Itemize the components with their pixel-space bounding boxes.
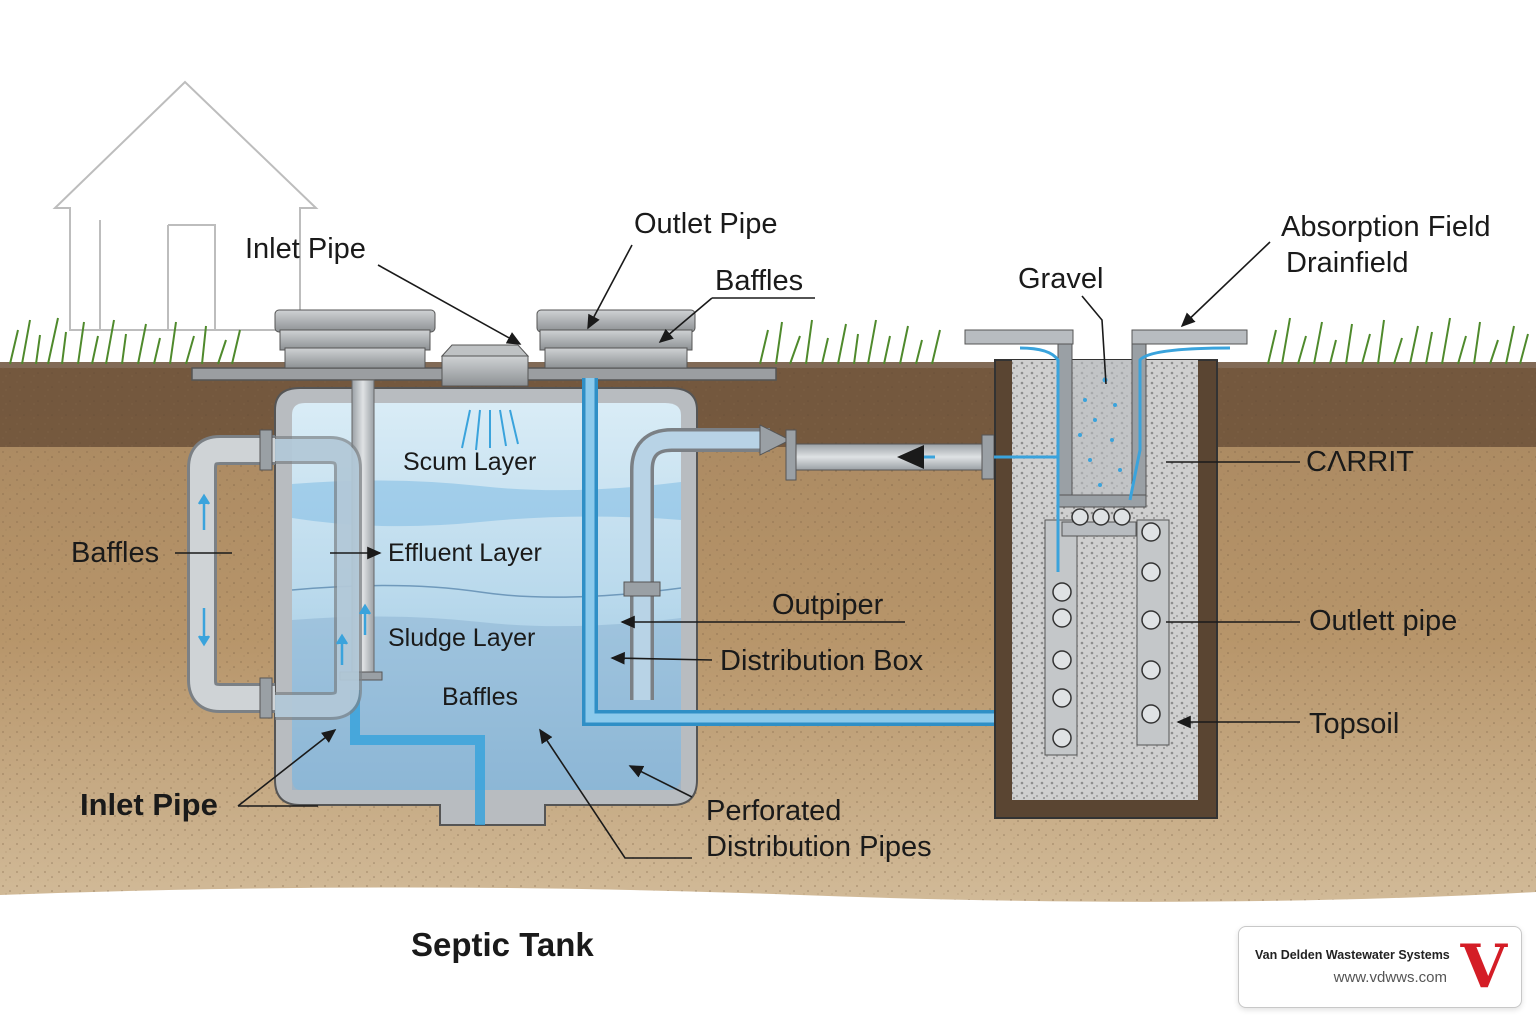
label-absorption-field: Absorption Field [1281,211,1491,243]
label-distribution-box: Distribution Box [720,645,924,677]
brand-logo-icon: V [1460,932,1507,1002]
brand-name: Van Delden Wastewater Systems [1255,948,1450,962]
outlet-pipe-system [582,378,1054,739]
label-inlet-pipe-top: Inlet Pipe [245,233,366,265]
house-outline [52,80,319,331]
access-lid-right [536,309,696,369]
access-lid-left [274,309,436,369]
grass [9,317,1529,365]
label-scum-layer: Scum Layer [403,448,536,476]
label-topsoil: Topsoil [1309,708,1399,740]
label-baffles-left: Baffles [71,537,159,569]
label-baffles-bottom: Baffles [442,683,518,711]
label-sludge-layer: Sludge Layer [388,624,535,652]
label-distribution-pipes: Distribution Pipes [706,831,932,863]
label-effluent-layer: Effluent Layer [388,539,542,567]
label-carrit: CΛRRIT [1306,446,1414,478]
label-inlet-pipe-bottom: Inlet Pipe [80,787,218,822]
brand-card: Van Delden Wastewater Systems www.vdwws.… [1238,926,1522,1008]
label-drainfield: Drainfield [1286,247,1409,279]
label-perforated: Perforated [706,795,841,827]
label-outlet-pipe-right: Outlett pipe [1309,605,1457,637]
brand-url[interactable]: www.vdwws.com [1333,969,1447,986]
label-gravel: Gravel [1018,263,1103,295]
label-baffles-top: Baffles [715,265,803,297]
absorption-field-trench [964,329,1248,819]
label-outlet-pipe-top: Outlet Pipe [634,208,777,240]
access-lid-center [440,344,530,387]
inlet-loop-pipe [187,429,372,720]
label-outpiper: Outpiper [772,589,884,621]
leader-lines [175,241,1300,859]
diagram-title: Septic Tank [411,926,594,963]
